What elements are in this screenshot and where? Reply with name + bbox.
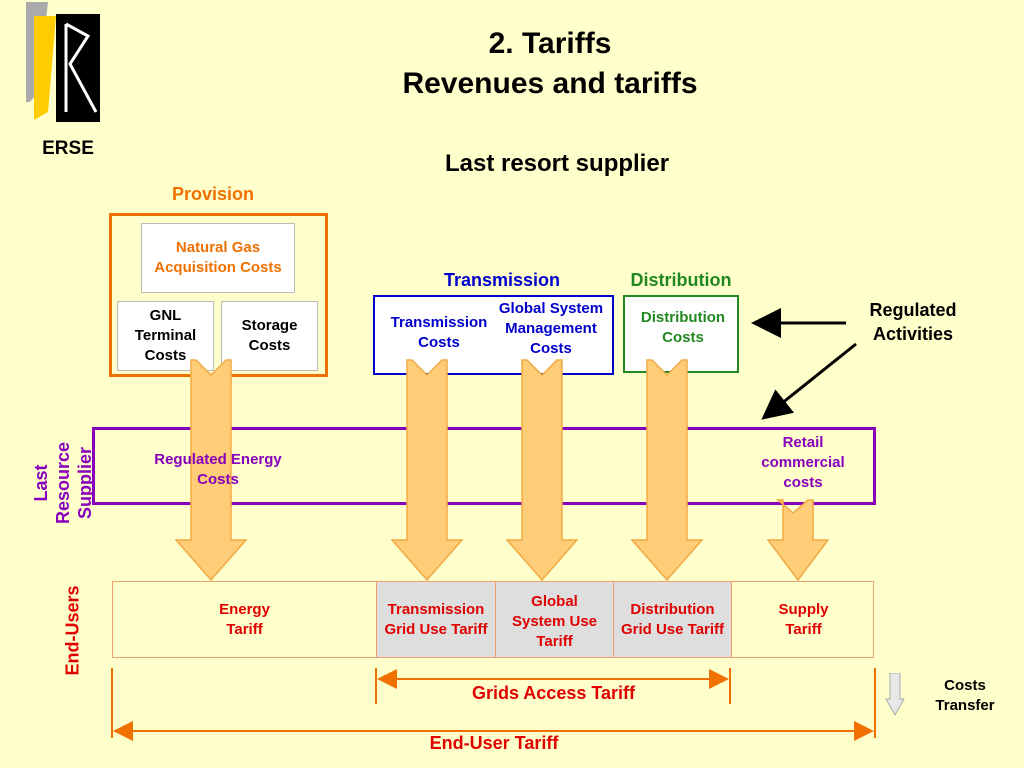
distribution-costs-label: Distribution Costs [640, 309, 726, 346]
regulated-to-supplier-arrow [761, 342, 857, 420]
regulated-activities-label: Regulated Activities [869, 300, 957, 344]
supplier-side-label-wrap: Last Resource Supplier [0, 442, 153, 524]
grids-access-tariff-label: Grids Access Tariff [471, 683, 636, 703]
logo-text: ERSE [42, 138, 94, 159]
energy-tariff-label: Energy Tariff [219, 600, 270, 638]
regulated-energy-costs-label: Regulated Energy Costs [154, 451, 282, 488]
tariff-row: Energy Tariff Transmission Grid Use Tari… [112, 581, 874, 658]
end-users-side-label-wrap: End-Users [13, 585, 133, 675]
transmission-heading: Transmission [443, 270, 561, 290]
end-user-tariff-label: End-User Tariff [429, 733, 559, 753]
storage-costs-box: Storage Costs [221, 301, 318, 371]
transmission-costs-label: Transmission Costs [390, 314, 488, 351]
natural-gas-costs-label: Natural Gas Acquisition Costs [154, 239, 282, 276]
gnl-costs-box: GNL Terminal Costs [117, 301, 214, 371]
gsm-costs-label: Global System Management Costs [498, 300, 604, 357]
gsm-tariff-cell: Global System Use Tariff [495, 582, 613, 657]
distribution-tariff-cell: Distribution Grid Use Tariff [613, 582, 731, 657]
distribution-tariff-label: Distribution Grid Use Tariff [620, 600, 725, 638]
supply-flow-arrow [766, 499, 830, 582]
costs-transfer-label: Costs Transfer [935, 677, 995, 714]
supplier-frame [92, 427, 876, 505]
costs-transfer-icon [885, 672, 905, 717]
supplier-side-label: Last Resource Supplier [31, 441, 95, 525]
supply-tariff-label: Supply Tariff [778, 600, 829, 638]
end-users-side-label: End-Users [62, 584, 83, 676]
provision-heading: Provision [171, 184, 255, 204]
energy-tariff-cell: Energy Tariff [113, 582, 376, 657]
supply-tariff-cell: Supply Tariff [731, 582, 875, 657]
gnl-costs-label: GNL Terminal Costs [134, 307, 197, 364]
retail-costs-label: Retail commercial costs [761, 434, 845, 491]
page-title-line1: 2. Tariffs [488, 27, 612, 60]
erse-logo [26, 2, 104, 124]
transmission-tariff-cell: Transmission Grid Use Tariff [376, 582, 495, 657]
storage-costs-label: Storage Costs [241, 317, 298, 354]
page-subtitle: Last resort supplier [444, 150, 670, 177]
natural-gas-costs-box: Natural Gas Acquisition Costs [141, 223, 295, 293]
distribution-heading: Distribution [630, 270, 732, 290]
page-title-line2: Revenues and tariffs [402, 67, 698, 100]
transmission-tariff-label: Transmission Grid Use Tariff [384, 600, 488, 638]
gsm-tariff-label: Global System Use Tariff [511, 593, 598, 650]
